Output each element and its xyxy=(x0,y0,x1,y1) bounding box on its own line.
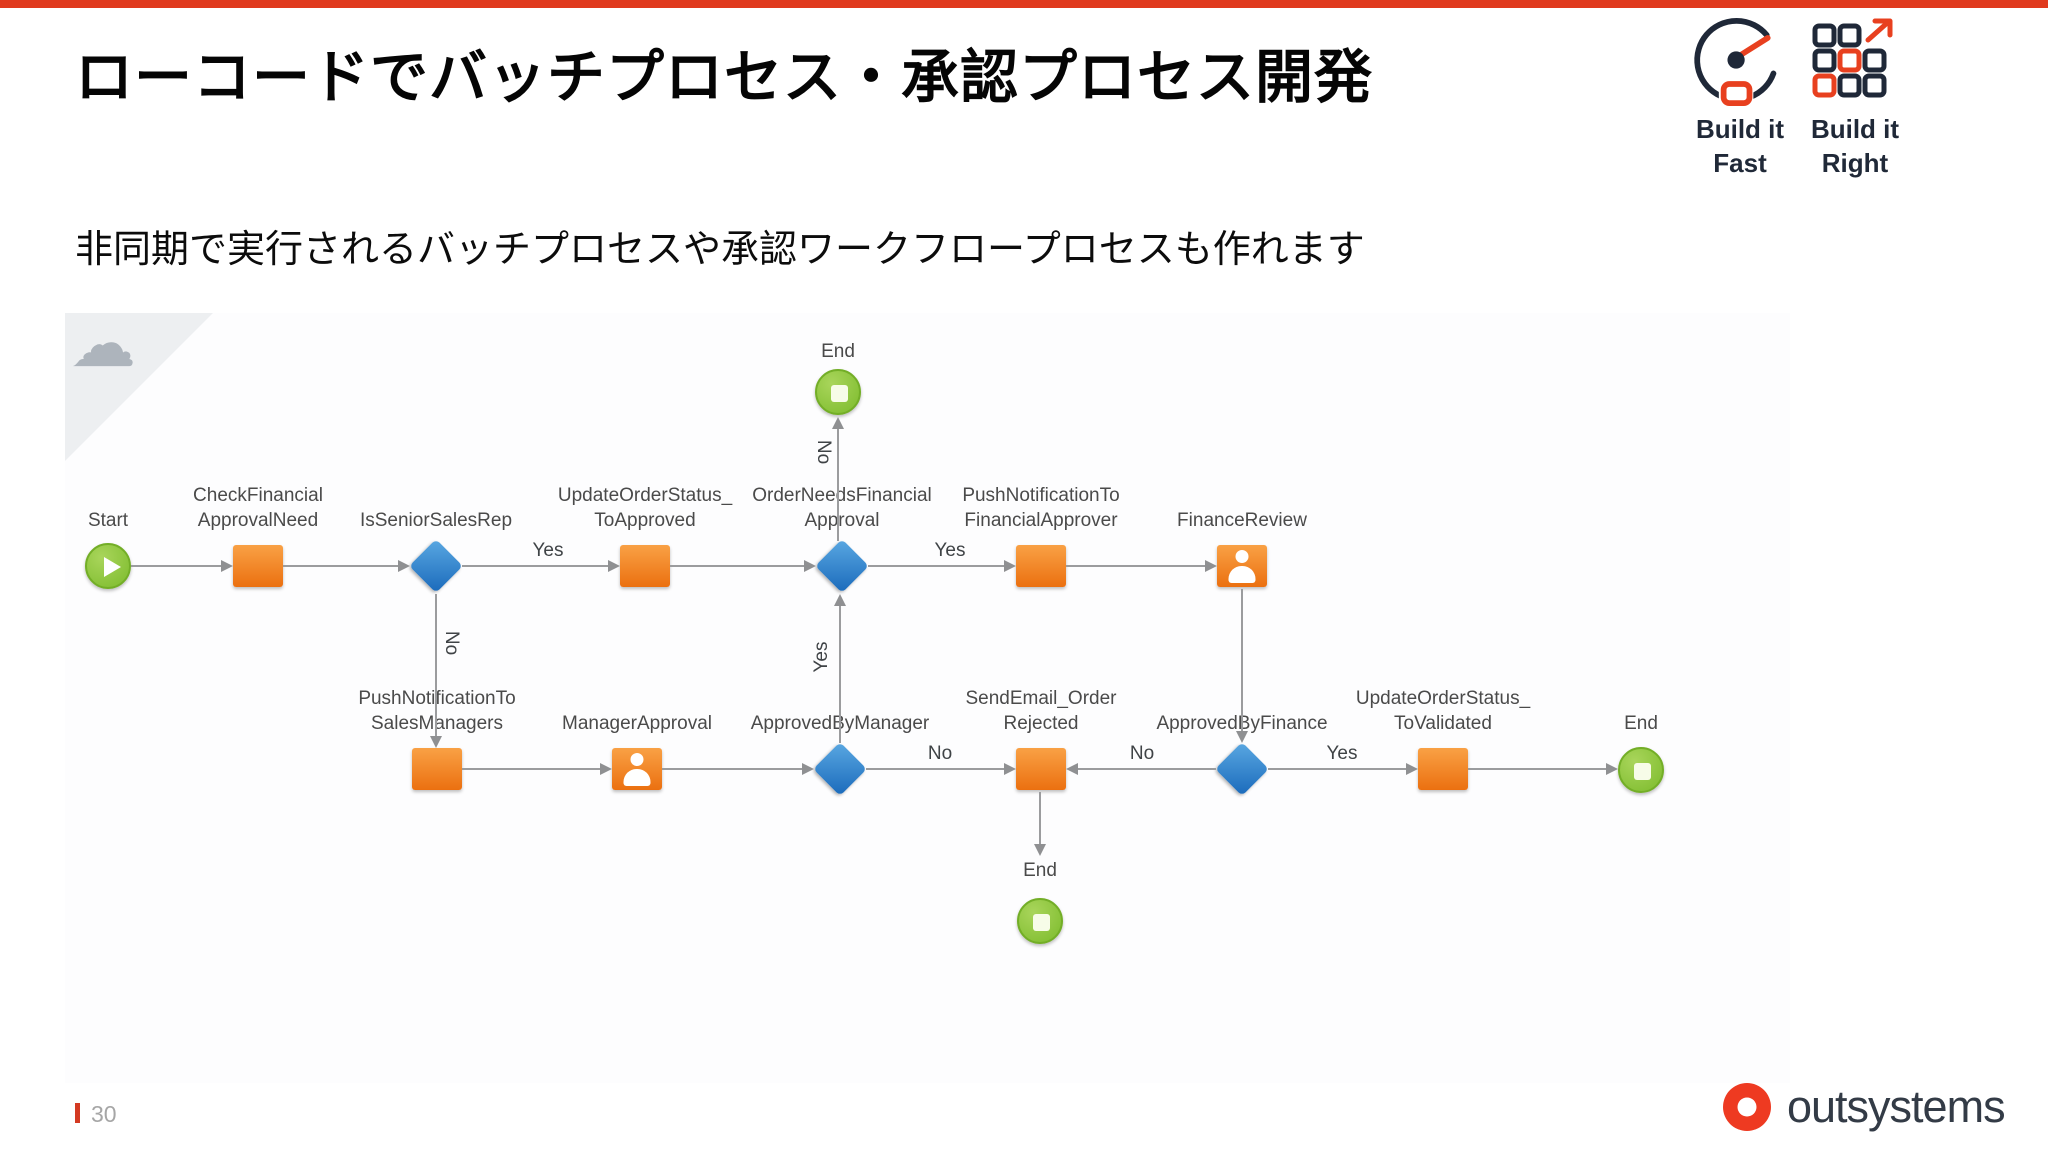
badge-build-it-right: Build it Right xyxy=(1810,114,1900,178)
flow-arrow xyxy=(662,768,802,770)
stop-icon xyxy=(831,385,848,402)
end-node-right xyxy=(1618,747,1664,793)
workflow-diagram-canvas xyxy=(65,313,1790,1083)
edge-label-no: No xyxy=(441,630,462,656)
edge-label-yes: Yes xyxy=(1326,743,1358,764)
arrowhead xyxy=(1034,844,1046,856)
arrowhead xyxy=(1236,731,1248,743)
diamond-shape xyxy=(813,742,867,796)
node-label: PushNotificationTo SalesManagers xyxy=(358,688,516,734)
page-title: ローコードでバッチプロセス・承認プロセス開発 xyxy=(75,45,1374,110)
flow-arrow xyxy=(435,594,437,736)
action-node-update-order-status-to-approved xyxy=(620,545,670,587)
flow-arrow xyxy=(868,565,1004,567)
flow-arrow xyxy=(131,565,221,567)
action-node-check-financial-approval-need xyxy=(233,545,283,587)
flow-arrow xyxy=(1066,565,1205,567)
node-label: Start xyxy=(87,510,129,531)
node-label: PushNotificationTo FinancialApprover xyxy=(962,485,1120,531)
arrowhead xyxy=(1066,763,1078,775)
stop-icon xyxy=(1033,914,1050,931)
node-label: FinanceReview xyxy=(1177,510,1307,531)
page-number: 30 xyxy=(91,1101,117,1127)
action-node-update-order-status-to-validated xyxy=(1418,748,1468,790)
arrowhead xyxy=(1004,560,1016,572)
start-node xyxy=(85,543,131,589)
action-node-send-email-order-rejected xyxy=(1016,748,1066,790)
diamond-shape xyxy=(409,539,463,593)
flow-arrow xyxy=(462,565,608,567)
edge-label-yes: Yes xyxy=(934,540,966,561)
cloud-corner-fold xyxy=(65,313,213,461)
person-icon xyxy=(623,769,651,786)
action-node-push-notification-to-financial-approver xyxy=(1016,545,1066,587)
cloud-icon: ☁ xyxy=(70,306,136,380)
person-icon xyxy=(630,753,644,766)
arrowhead xyxy=(608,560,620,572)
flow-arrow xyxy=(839,606,841,743)
decision-node-approved-by-finance xyxy=(1215,742,1269,796)
person-icon xyxy=(1235,550,1249,563)
arrowhead xyxy=(1406,763,1418,775)
flow-arrow xyxy=(1039,792,1041,844)
arrowhead xyxy=(600,763,612,775)
arrowhead xyxy=(832,417,844,429)
end-node-top xyxy=(815,369,861,415)
page-subtitle: 非同期で実行されるバッチプロセスや承認ワークフロープロセスも作れます xyxy=(75,229,1365,271)
human-activity-node-manager-approval xyxy=(612,748,662,790)
end-node-bottom xyxy=(1017,898,1063,944)
flow-arrow xyxy=(1078,768,1216,770)
node-label: End xyxy=(821,341,855,362)
page-number-tick xyxy=(75,1103,80,1123)
diamond-shape xyxy=(815,539,869,593)
flow-arrow xyxy=(283,565,398,567)
outsystems-ring-icon xyxy=(1723,1083,1771,1131)
flow-arrow xyxy=(837,429,839,541)
arrowhead xyxy=(221,560,233,572)
edge-label-no: No xyxy=(1129,743,1155,764)
flow-arrow xyxy=(1468,768,1606,770)
flow-arrow xyxy=(670,565,804,567)
accent-top-bar xyxy=(0,0,2048,8)
outsystems-logo-text: outsystems xyxy=(1787,1081,2006,1132)
node-label: End xyxy=(1624,713,1658,734)
stop-icon xyxy=(1634,763,1651,780)
arrowhead xyxy=(398,560,410,572)
person-icon xyxy=(1228,566,1256,583)
node-label: IsSeniorSalesRep xyxy=(359,510,513,531)
flow-arrow xyxy=(462,768,600,770)
diamond-shape xyxy=(1215,742,1269,796)
human-activity-node-finance-review xyxy=(1217,545,1267,587)
node-label: CheckFinancial ApprovalNeed xyxy=(193,485,323,531)
arrowhead xyxy=(804,560,816,572)
decision-node-is-senior-sales-rep xyxy=(409,539,463,593)
action-node-push-notification-to-sales-managers xyxy=(412,748,462,790)
flow-arrow xyxy=(1241,589,1243,731)
node-label: UpdateOrderStatus_ ToApproved xyxy=(557,485,733,531)
edge-label-no: No xyxy=(813,439,834,465)
flow-arrow xyxy=(866,768,1004,770)
node-label: UpdateOrderStatus_ ToValidated xyxy=(1355,688,1531,734)
grid-arrow-icon xyxy=(1812,18,1893,98)
arrowhead xyxy=(430,736,442,748)
arrowhead xyxy=(1205,560,1217,572)
edge-label-no: No xyxy=(927,743,953,764)
node-label: OrderNeedsFinancial Approval xyxy=(752,485,932,531)
node-label: End xyxy=(1023,860,1057,881)
arrowhead xyxy=(1606,763,1618,775)
decision-node-order-needs-financial-approval xyxy=(815,539,869,593)
play-icon xyxy=(104,557,121,577)
decision-node-approved-by-manager xyxy=(813,742,867,796)
arrowhead xyxy=(802,763,814,775)
edge-label-yes: Yes xyxy=(811,641,832,673)
arrowhead xyxy=(834,594,846,606)
gauge-icon xyxy=(1694,17,1777,106)
edge-label-yes: Yes xyxy=(532,540,564,561)
node-label: SendEmail_Order Rejected xyxy=(965,688,1117,734)
flow-arrow xyxy=(1268,768,1406,770)
arrowhead xyxy=(1004,763,1016,775)
node-label: ManagerApproval xyxy=(562,713,712,734)
badge-build-it-fast: Build it Fast xyxy=(1695,114,1785,178)
